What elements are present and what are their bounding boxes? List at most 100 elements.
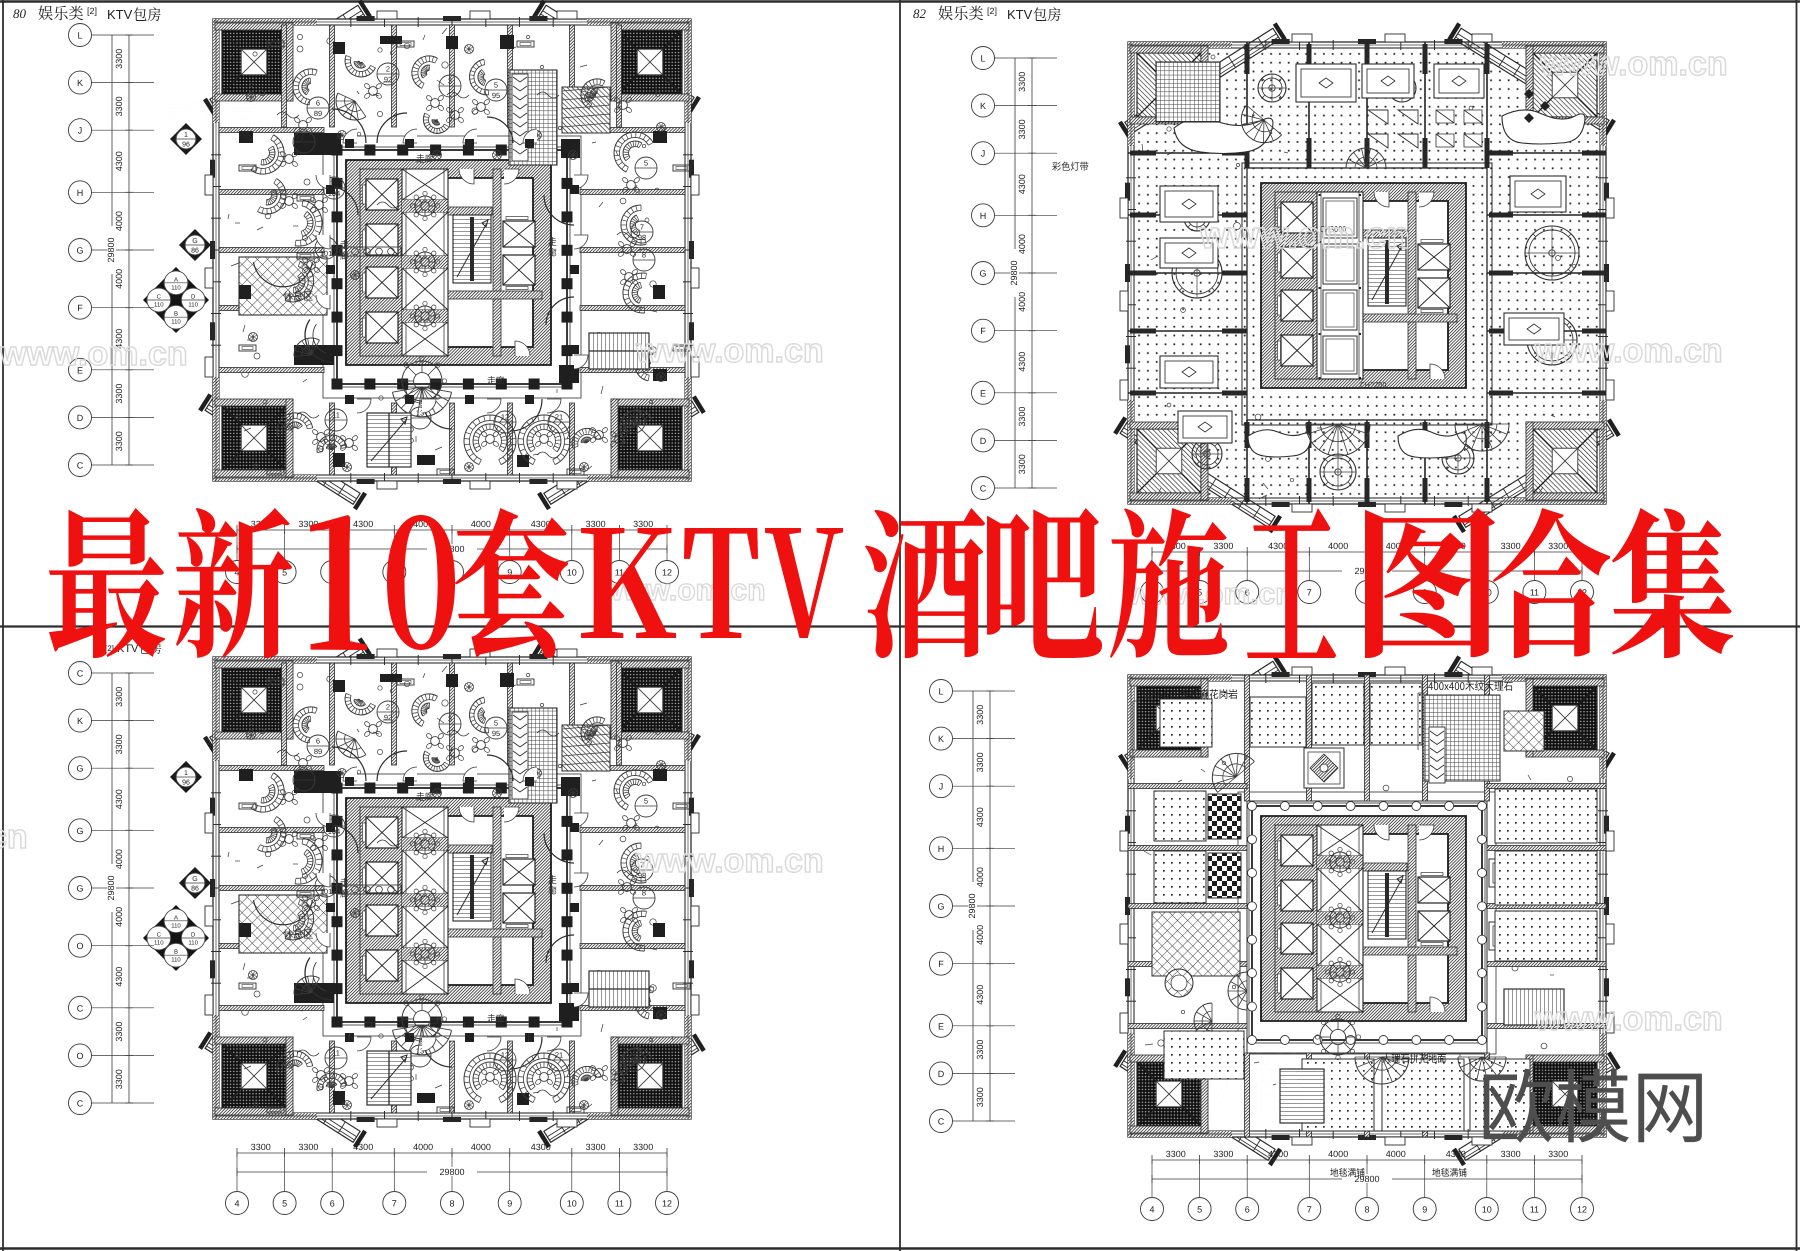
- svg-text:KTV: KTV: [1007, 7, 1033, 22]
- svg-text:3300: 3300: [586, 1142, 606, 1152]
- svg-text:4300: 4300: [114, 329, 124, 349]
- svg-text:110: 110: [188, 302, 198, 309]
- svg-text:J: J: [78, 126, 83, 136]
- svg-text:3300: 3300: [298, 1142, 318, 1152]
- svg-text:4300: 4300: [1017, 352, 1027, 372]
- svg-text:3300: 3300: [975, 1040, 985, 1060]
- svg-text:110: 110: [154, 302, 164, 309]
- svg-text:L: L: [980, 54, 985, 64]
- svg-text:110: 110: [154, 940, 164, 947]
- svg-text:3300: 3300: [1017, 119, 1027, 139]
- svg-text:5: 5: [1197, 1205, 1202, 1215]
- svg-text:11: 11: [1530, 1205, 1539, 1215]
- svg-text:G: G: [76, 246, 83, 256]
- svg-text:3300: 3300: [975, 752, 985, 772]
- svg-text:G: G: [76, 884, 83, 894]
- svg-text:www.om.cn: www.om.cn: [635, 842, 824, 880]
- svg-text:86: 86: [191, 248, 199, 255]
- svg-text:1: 1: [184, 132, 188, 139]
- svg-text:G: G: [192, 876, 197, 883]
- svg-text:3300: 3300: [1017, 454, 1027, 474]
- svg-text:B: B: [174, 949, 178, 956]
- svg-text:3300: 3300: [1213, 1149, 1233, 1159]
- svg-text:B: B: [174, 311, 178, 318]
- svg-text:3300: 3300: [114, 1069, 124, 1089]
- svg-text:www.om.cn: www.om.cn: [0, 335, 188, 373]
- svg-text:C: C: [77, 1099, 84, 1109]
- svg-text:3300: 3300: [1213, 541, 1233, 551]
- svg-text:C: C: [77, 1003, 84, 1013]
- svg-text:3300: 3300: [114, 49, 124, 69]
- svg-text:4000: 4000: [471, 1142, 491, 1152]
- svg-text:4000: 4000: [471, 519, 491, 529]
- svg-text:K: K: [938, 734, 944, 744]
- svg-text:D: D: [191, 294, 196, 301]
- svg-text:4000: 4000: [413, 519, 433, 529]
- svg-text:J: J: [939, 782, 944, 792]
- svg-text:3300: 3300: [975, 1087, 985, 1107]
- svg-text:5: 5: [282, 568, 287, 578]
- svg-text:KTV: KTV: [107, 7, 133, 22]
- svg-text:3300: 3300: [114, 431, 124, 451]
- svg-text:110: 110: [171, 957, 181, 964]
- svg-text:E: E: [938, 1021, 944, 1031]
- svg-text:8: 8: [449, 1199, 454, 1209]
- svg-text:7: 7: [392, 1199, 397, 1209]
- svg-text:10: 10: [1482, 1205, 1492, 1215]
- svg-text:D: D: [980, 436, 987, 446]
- svg-text:E: E: [980, 388, 986, 398]
- svg-text:4300: 4300: [531, 1142, 551, 1152]
- svg-text:www.om.cn: www.om.cn: [0, 818, 28, 856]
- svg-text:D: D: [191, 932, 196, 939]
- svg-text:3300: 3300: [633, 519, 653, 529]
- svg-text:4000: 4000: [1386, 541, 1406, 551]
- svg-text:www.om.cn: www.om.cn: [1199, 215, 1410, 257]
- svg-text:www.om.cn: www.om.cn: [1534, 1000, 1723, 1038]
- svg-text:C: C: [157, 932, 162, 939]
- svg-text:4300: 4300: [353, 519, 373, 529]
- svg-text:80: 80: [13, 6, 27, 21]
- svg-text:29800: 29800: [967, 893, 977, 918]
- svg-text:4000: 4000: [114, 269, 124, 289]
- svg-text:3300: 3300: [1166, 541, 1186, 551]
- svg-text:C: C: [938, 1117, 945, 1127]
- svg-text:3300: 3300: [298, 519, 318, 529]
- svg-text:3300: 3300: [114, 96, 124, 116]
- svg-text:3300: 3300: [251, 1142, 271, 1152]
- svg-text:4300: 4300: [114, 789, 124, 809]
- svg-text:3300: 3300: [586, 519, 606, 529]
- svg-text:www.om.cn: www.om.cn: [635, 332, 824, 370]
- svg-text:110: 110: [171, 319, 181, 326]
- svg-text:4300: 4300: [531, 519, 551, 529]
- svg-text:4000: 4000: [1328, 1149, 1348, 1159]
- svg-text:3300: 3300: [1017, 72, 1027, 92]
- svg-text:3300: 3300: [1501, 1149, 1521, 1159]
- svg-text:3300: 3300: [1548, 1149, 1568, 1159]
- svg-text:[2]: [2]: [105, 644, 114, 653]
- svg-text:O: O: [76, 1051, 83, 1061]
- svg-text:4: 4: [1149, 1205, 1154, 1215]
- svg-text:6: 6: [330, 1199, 335, 1209]
- svg-text:L: L: [77, 31, 82, 41]
- svg-text:www.om.cn: www.om.cn: [1534, 332, 1723, 370]
- svg-text:4300: 4300: [353, 1142, 373, 1152]
- svg-text:1: 1: [184, 770, 188, 777]
- svg-text:G: G: [192, 238, 197, 245]
- svg-text:4300: 4300: [1268, 1149, 1288, 1159]
- svg-text:5: 5: [1197, 588, 1202, 598]
- svg-text:10: 10: [567, 568, 577, 578]
- svg-text:H: H: [980, 211, 987, 221]
- svg-text:A: A: [174, 276, 178, 283]
- svg-text:110: 110: [171, 922, 181, 929]
- svg-text:F: F: [77, 303, 83, 313]
- svg-text:K: K: [77, 716, 83, 726]
- svg-text:4300: 4300: [1268, 541, 1288, 551]
- svg-text:F: F: [938, 959, 944, 969]
- svg-text:96: 96: [182, 142, 190, 149]
- svg-text:3300: 3300: [114, 734, 124, 754]
- svg-text:G: G: [76, 764, 83, 774]
- svg-text:5: 5: [282, 1199, 287, 1209]
- svg-text:L: L: [938, 687, 943, 697]
- svg-text:9: 9: [507, 568, 512, 578]
- svg-text:4000: 4000: [413, 1142, 433, 1152]
